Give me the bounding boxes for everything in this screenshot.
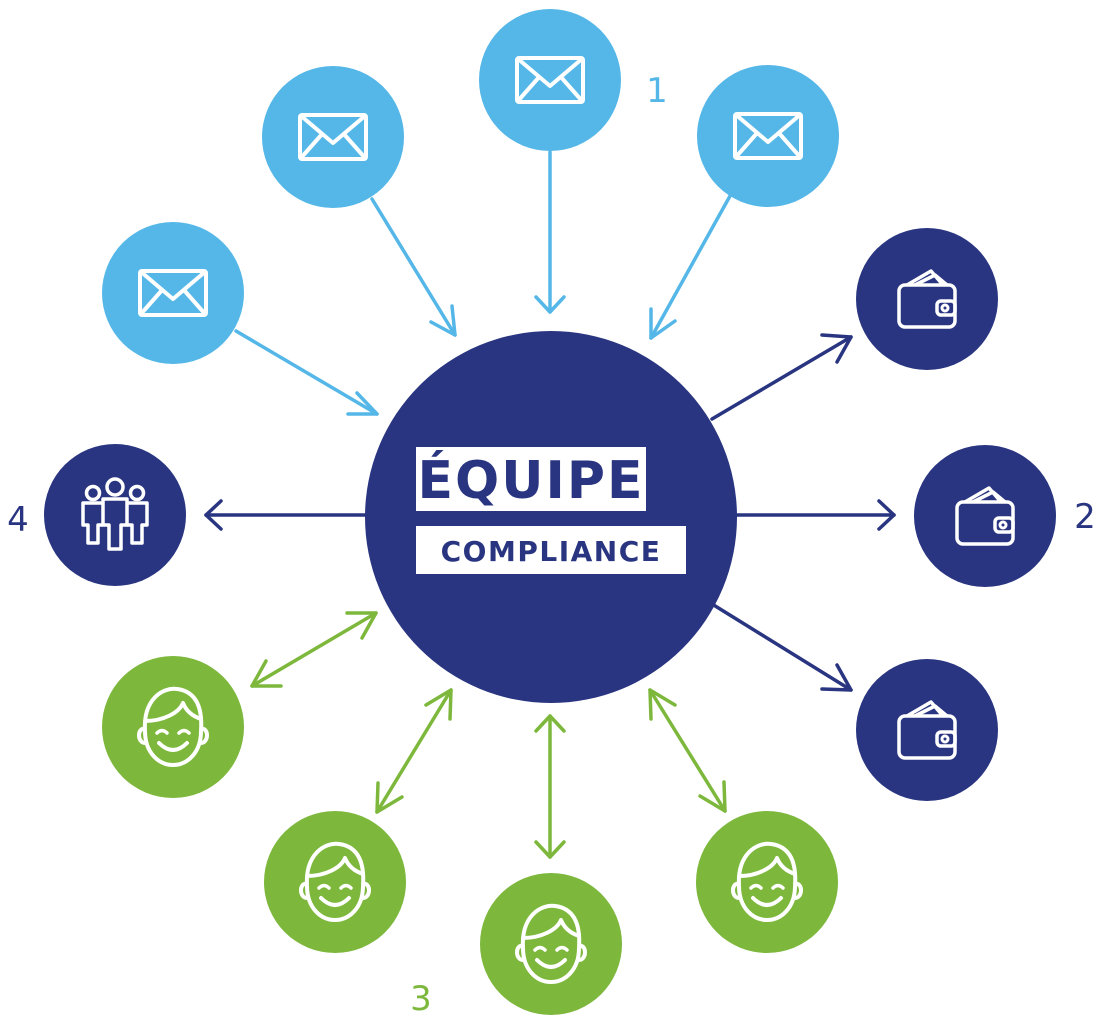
client-node: [480, 873, 622, 1015]
mail-node: [102, 222, 244, 364]
client-node: [264, 811, 406, 953]
compliance-hub: ÉQUIPE COMPLIANCE: [365, 331, 737, 703]
arrow-wallet-3: [710, 602, 853, 692]
label-3: 3: [410, 979, 432, 1019]
arrow-wallet-2: [734, 499, 896, 531]
mail-node: [262, 66, 404, 208]
team-arrow: [204, 499, 368, 531]
client-node: [696, 811, 838, 953]
wallet-node: [914, 445, 1056, 587]
arrow-wallet-1: [710, 333, 853, 421]
arrow-mail-2: [370, 197, 457, 337]
client-arrows: [250, 611, 727, 859]
arrow-mail-3: [534, 150, 566, 314]
wallet-node: [856, 228, 998, 370]
incoming-mail-arrows: [234, 150, 732, 416]
connectors: [204, 150, 896, 859]
team-node: [44, 444, 186, 586]
client-node: [102, 656, 244, 798]
hub-circle: [365, 331, 737, 703]
wallet-nodes: [856, 228, 1056, 801]
arrow-mail-1: [234, 329, 379, 416]
label-1: 1: [646, 71, 668, 111]
client-nodes: [102, 656, 838, 1015]
arrow-client-1: [250, 611, 378, 688]
arrow-client-4: [648, 688, 727, 813]
arrow-client-2: [375, 688, 453, 814]
label-2: 2: [1074, 497, 1096, 537]
mail-node: [697, 65, 839, 207]
outgoing-wallet-arrows: [710, 333, 896, 692]
wallet-node: [856, 659, 998, 801]
arrow-mail-4: [649, 194, 732, 340]
label-4: 4: [7, 500, 29, 540]
mail-node: [479, 9, 621, 151]
mail-nodes: [102, 9, 839, 364]
hub-subtitle: COMPLIANCE: [441, 535, 662, 568]
hub-title: ÉQUIPE: [418, 450, 645, 511]
title-box: [416, 447, 646, 511]
arrow-client-3: [534, 714, 566, 859]
subtitle-box: [416, 526, 686, 574]
